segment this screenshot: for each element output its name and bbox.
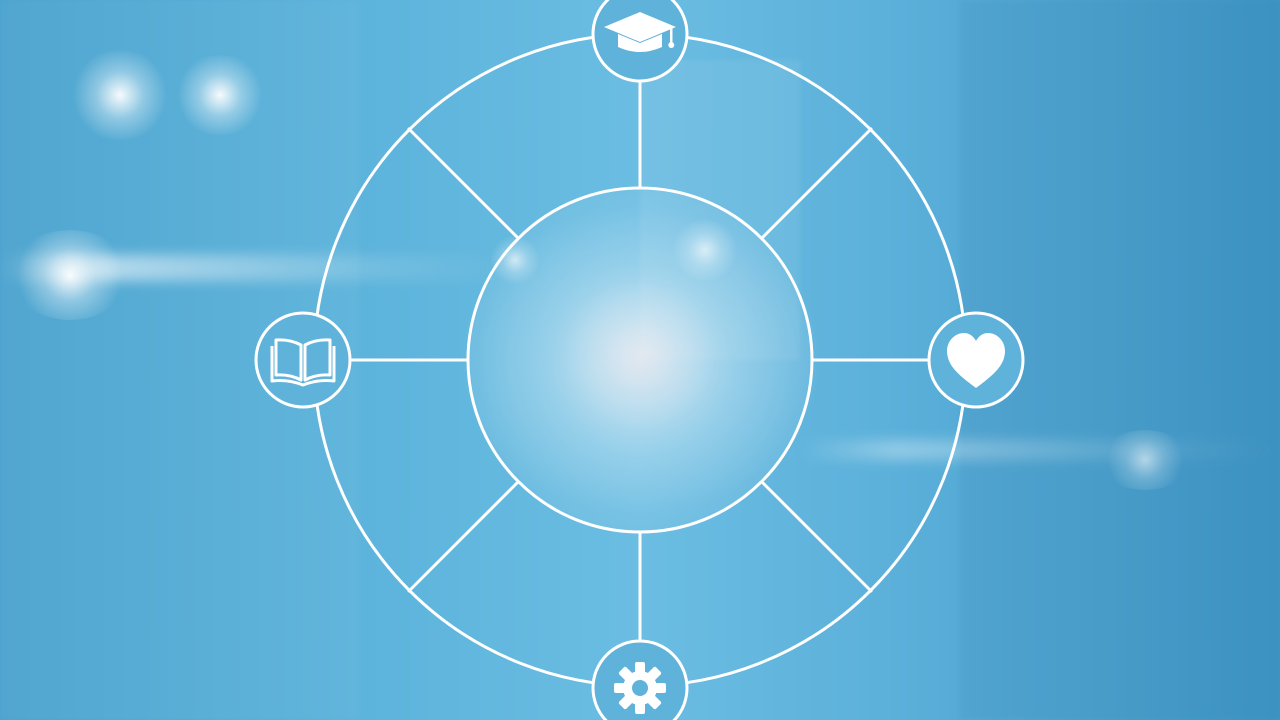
spoke-bottom-left [407, 480, 520, 593]
spoke-top-right [760, 127, 873, 240]
node-right[interactable] [927, 311, 1025, 409]
spoke-top-left [407, 127, 520, 240]
node-left[interactable] [254, 311, 352, 409]
node-top[interactable] [591, 0, 689, 83]
open-book-icon [270, 338, 336, 387]
inner-circle [466, 186, 814, 534]
spoke-bottom-right [760, 480, 873, 593]
heart-icon [947, 333, 1005, 388]
graduation-cap-icon [604, 12, 676, 52]
node-bottom[interactable] [591, 639, 689, 720]
gear-icon [614, 662, 666, 714]
spokes [350, 78, 930, 642]
